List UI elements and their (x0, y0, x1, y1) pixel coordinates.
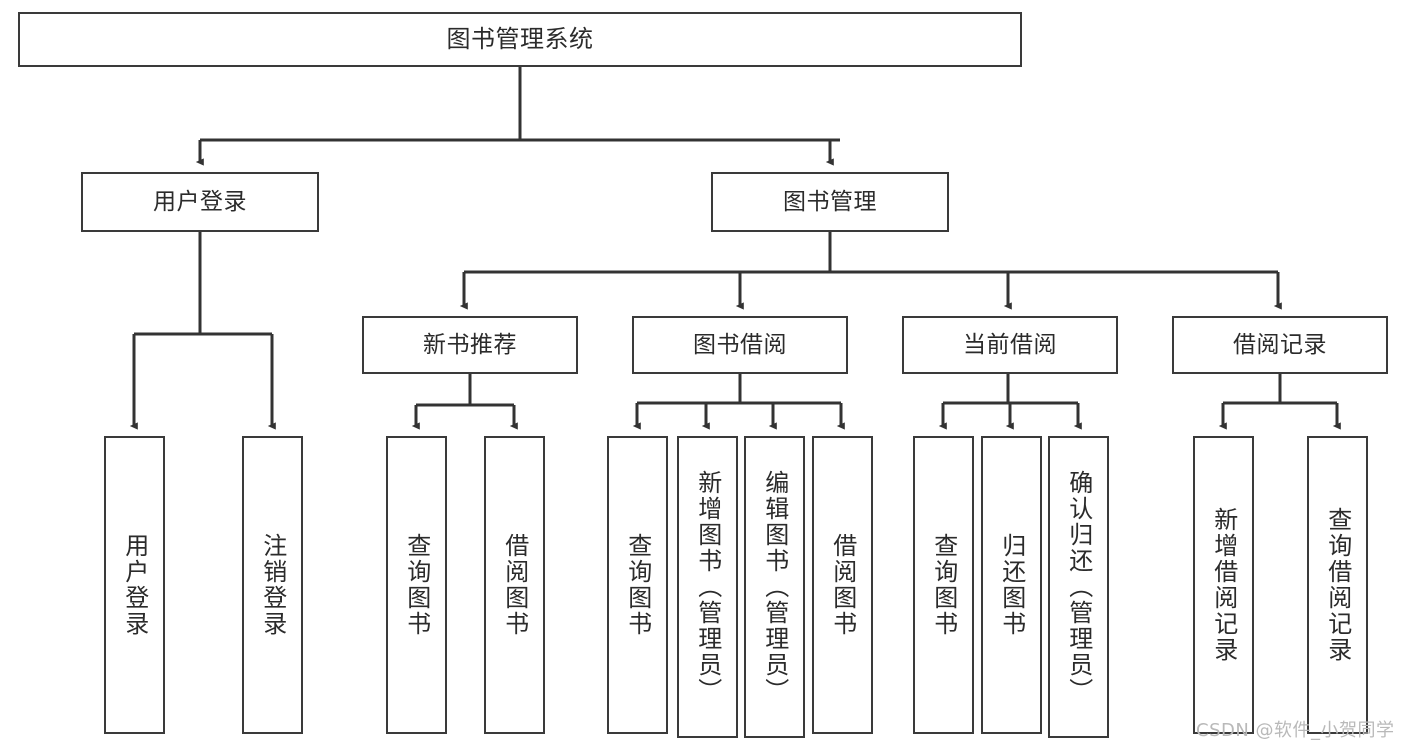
node-new-book-recommend-label: 新书推荐 (423, 331, 517, 358)
node-leaf-user-login[interactable]: 用户登录 (104, 436, 165, 734)
node-leaf-user-login-label: 用户登录 (120, 533, 149, 637)
node-leaf-query-book-2[interactable]: 查询图书 (607, 436, 668, 734)
node-leaf-confirm-return[interactable]: 确认归还（管理员） (1048, 436, 1109, 738)
node-leaf-logout-label: 注销登录 (258, 533, 287, 637)
node-book-borrow-label: 图书借阅 (693, 331, 787, 358)
node-leaf-query-book-2-label: 查询图书 (623, 533, 652, 637)
node-borrow-record-label: 借阅记录 (1233, 331, 1327, 358)
node-leaf-edit-book-label: 编辑图书（管理员） (760, 470, 789, 704)
node-leaf-query-book-1[interactable]: 查询图书 (386, 436, 447, 734)
node-book-borrow[interactable]: 图书借阅 (632, 316, 848, 374)
node-leaf-return-book[interactable]: 归还图书 (981, 436, 1042, 734)
node-leaf-add-book-label: 新增图书（管理员） (693, 470, 722, 704)
csdn-watermark: CSDN @软件_小贺同学 (1196, 720, 1395, 741)
node-leaf-borrow-book-2[interactable]: 借阅图书 (812, 436, 873, 734)
node-book-manage[interactable]: 图书管理 (711, 172, 949, 232)
node-leaf-add-record-label: 新增借阅记录 (1209, 507, 1238, 663)
node-leaf-query-record-label: 查询借阅记录 (1323, 507, 1352, 663)
node-leaf-logout[interactable]: 注销登录 (242, 436, 303, 734)
node-leaf-query-record[interactable]: 查询借阅记录 (1307, 436, 1368, 734)
node-leaf-edit-book[interactable]: 编辑图书（管理员） (744, 436, 805, 738)
node-leaf-query-book-3-label: 查询图书 (929, 533, 958, 637)
node-root[interactable]: 图书管理系统 (18, 12, 1022, 67)
node-current-borrow[interactable]: 当前借阅 (902, 316, 1118, 374)
node-user-login-label: 用户登录 (153, 188, 247, 215)
node-user-login[interactable]: 用户登录 (81, 172, 319, 232)
node-leaf-borrow-book-1[interactable]: 借阅图书 (484, 436, 545, 734)
node-leaf-query-book-3[interactable]: 查询图书 (913, 436, 974, 734)
node-leaf-confirm-return-label: 确认归还（管理员） (1064, 470, 1093, 704)
node-new-book-recommend[interactable]: 新书推荐 (362, 316, 578, 374)
node-root-label: 图书管理系统 (446, 24, 594, 53)
node-leaf-borrow-book-2-label: 借阅图书 (828, 533, 857, 637)
node-current-borrow-label: 当前借阅 (963, 331, 1057, 358)
node-leaf-borrow-book-1-label: 借阅图书 (500, 533, 529, 637)
node-leaf-add-record[interactable]: 新增借阅记录 (1193, 436, 1254, 734)
node-book-manage-label: 图书管理 (783, 188, 877, 215)
node-borrow-record[interactable]: 借阅记录 (1172, 316, 1388, 374)
node-leaf-query-book-1-label: 查询图书 (402, 533, 431, 637)
node-leaf-add-book[interactable]: 新增图书（管理员） (677, 436, 738, 738)
node-leaf-return-book-label: 归还图书 (997, 533, 1026, 637)
